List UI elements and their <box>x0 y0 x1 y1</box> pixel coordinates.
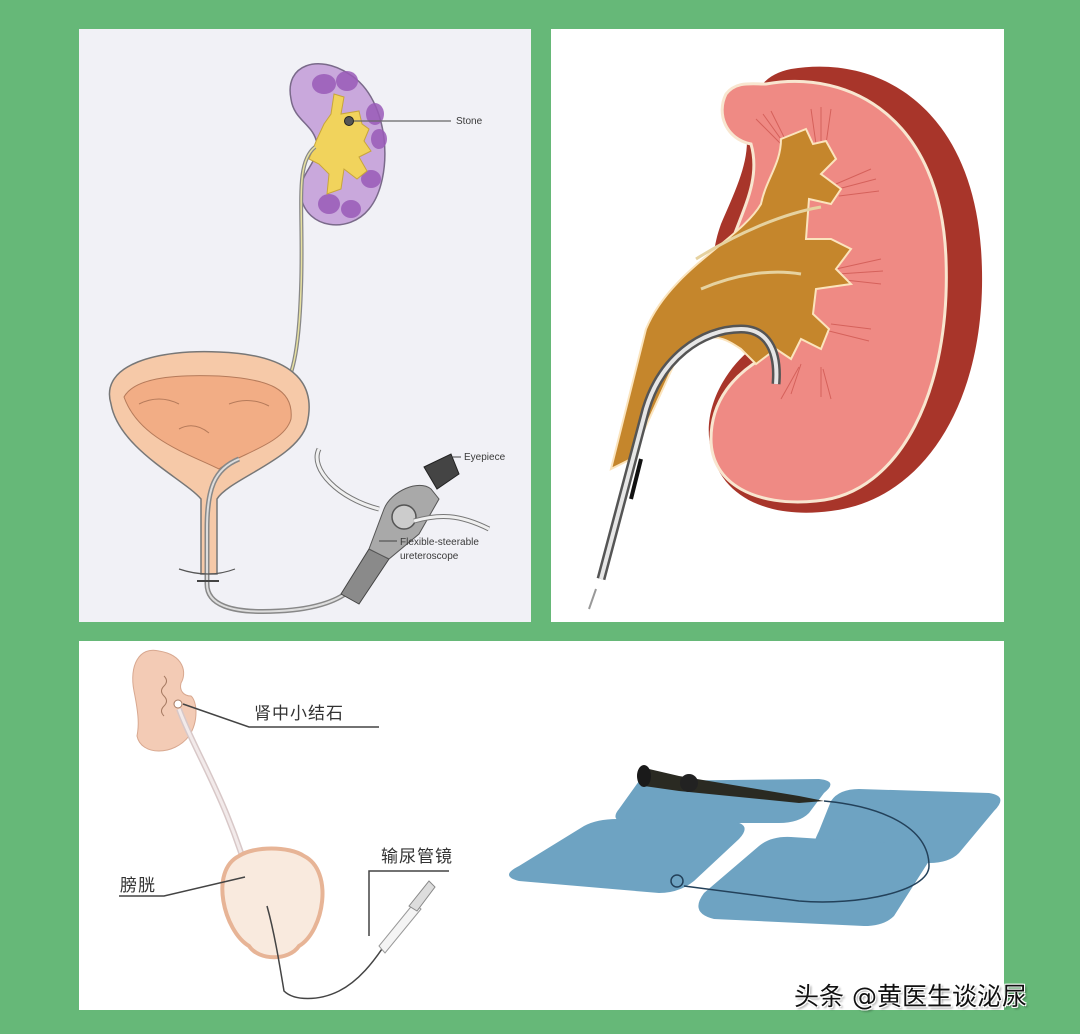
label-bladder: 膀胱 <box>120 876 156 896</box>
label-stone: Stone <box>456 116 483 127</box>
diagram-panel-ureteroscopy-chinese: 肾中小结石 膀胱 输尿管镜 <box>79 641 1004 1010</box>
ureteroscope-handle-graphic <box>314 447 491 605</box>
label-scope-line2: ureteroscope <box>400 551 459 562</box>
ureteroscopy-schematic-chinese <box>119 649 1001 1000</box>
kidney-graphic <box>289 63 387 226</box>
label-eyepiece: Eyepiece <box>464 452 506 463</box>
label-scope-line1: Flexible-steerable <box>400 537 479 548</box>
diagram-panel-kidney-cross-section <box>551 29 1004 622</box>
ureteroscopy-illustration <box>108 63 491 615</box>
scope-on-drapes-photo <box>509 765 1001 926</box>
diagram-panel-ureteroscopy-english: Stone Eyepiece Flexible-steerable ureter… <box>79 29 531 622</box>
kidney-cross-section-illustration <box>588 66 983 610</box>
label-ureteroscope: 输尿管镜 <box>381 847 453 867</box>
label-kidney-stone: 肾中小结石 <box>254 704 344 724</box>
watermark: 头条 @黄医生谈泌尿 <box>794 982 1027 1011</box>
ureteroscope-handle-graphic-small <box>378 880 436 954</box>
bladder-graphic <box>108 350 310 575</box>
